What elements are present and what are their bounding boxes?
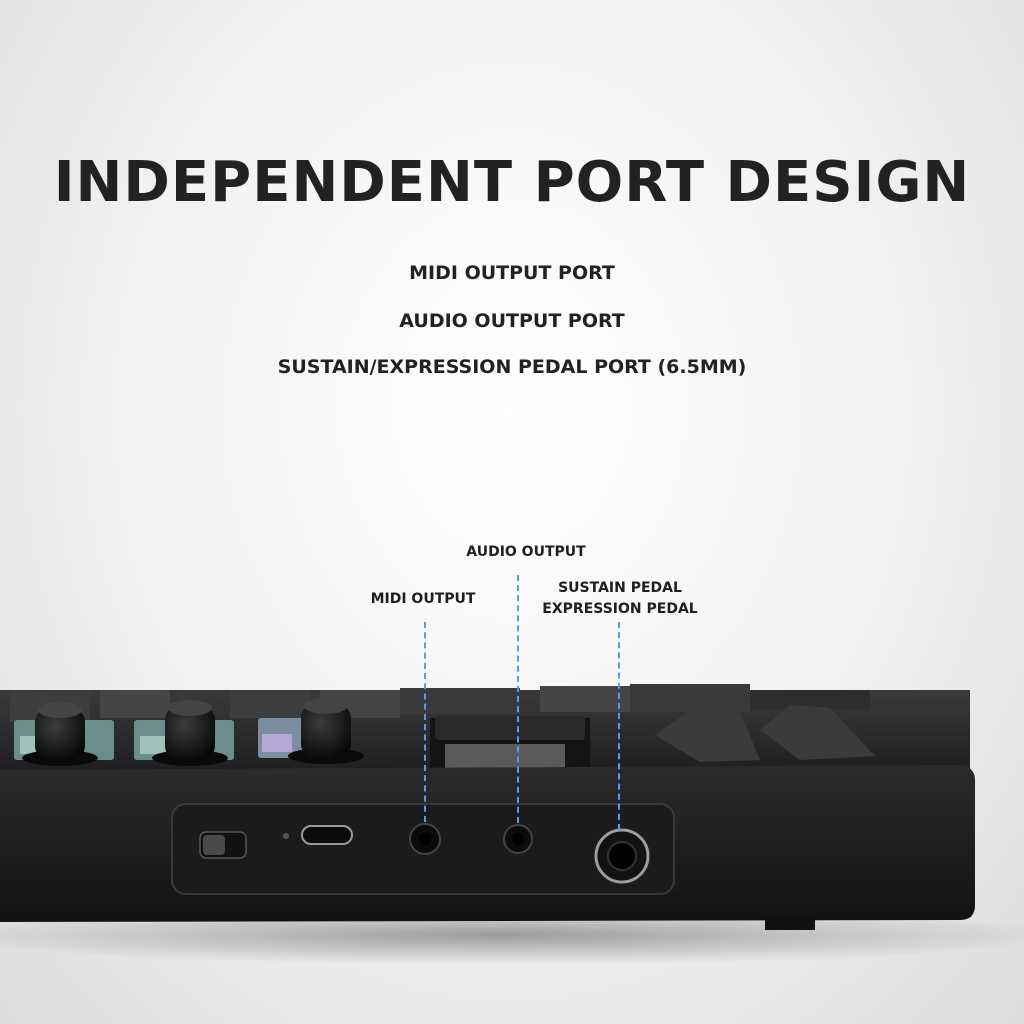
pitch-mod-wheels xyxy=(655,705,875,762)
knob-icon xyxy=(22,698,364,766)
3.5mm-jack-icon xyxy=(503,824,533,854)
leader-pedal xyxy=(618,622,620,830)
callout-midi-output: MIDI OUTPUT xyxy=(370,591,476,607)
leader-audio-output xyxy=(517,575,519,823)
led-indicator xyxy=(283,833,289,839)
callout-pedal: SUSTAIN PEDAL EXPRESSION PEDAL xyxy=(530,578,710,620)
callout-pedal-line2: EXPRESSION PEDAL xyxy=(542,601,698,617)
page-title: INDEPENDENT PORT DESIGN xyxy=(53,150,971,215)
6.5mm-jack-icon xyxy=(594,828,650,884)
callout-pedal-line1: SUSTAIN PEDAL xyxy=(558,580,682,596)
usb-c-port-icon xyxy=(301,825,353,845)
power-switch-icon xyxy=(199,831,247,859)
foot xyxy=(765,918,815,930)
feature-midi-output: MIDI OUTPUT PORT xyxy=(409,262,615,284)
display-area xyxy=(430,716,590,772)
feature-audio-output: AUDIO OUTPUT PORT xyxy=(399,310,625,332)
feature-pedal-port: SUSTAIN/EXPRESSION PEDAL PORT (6.5MM) xyxy=(277,356,747,378)
callout-audio-output: AUDIO OUTPUT xyxy=(466,544,586,560)
leader-midi-output xyxy=(424,622,426,822)
3.5mm-jack-icon xyxy=(409,823,441,855)
